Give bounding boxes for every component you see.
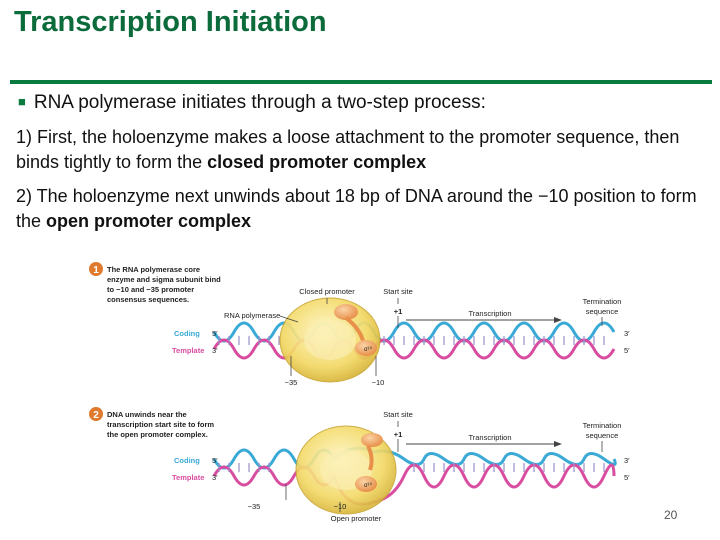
panel-1-start-site-label: Start site [383,287,413,296]
panel-1-caption-line-1: The RNA polymerase core [107,265,200,274]
panel-2-caption-line-2: transcription start site to form [107,420,214,429]
title-divider [10,80,712,84]
panel-1-caption-line-3: to −10 and −35 promoter [107,285,194,294]
panel-2-minus35-label: −35 [248,502,261,511]
panel-1-dna [212,321,616,360]
bullet-square-icon: ■ [18,94,26,109]
panel-2-caption-line-3: the open promoter complex. [107,430,208,439]
panel-2-termination-line-2: sequence [586,431,619,440]
panel-1-template-strand [212,338,616,360]
step-1-text: 1) First, the holoenzyme makes a loose a… [16,125,706,175]
panel-1-minus35-label: −35 [285,378,298,387]
panel-2-template-3prime: 3′ [212,473,218,482]
panel-2-minus10-label: −10 [334,502,347,511]
panel-1-template-5prime: 5′ [624,346,630,355]
panel-1-termination-line-1: Termination [583,297,622,306]
bullet-text: RNA polymerase initiates through a two-s… [33,92,486,113]
panel-1-plus-one-label: +1 [394,307,403,316]
panel-2-coding-label: Coding [174,456,200,465]
step-1-emphasis: closed promoter complex [207,152,427,172]
panel-1-coding-label: Coding [174,329,200,338]
panel-2-sigma-top [361,433,383,447]
step-2-emphasis: open promoter complex [46,211,252,231]
step-2-badge-label: 2 [93,410,99,421]
panel-1-rna-polymerase-label: RNA polymerase [224,311,280,320]
panel-2-coding-strand [212,446,617,470]
panel-1-closed-promoter-label: Closed promoter [299,287,355,296]
step-1-prefix: 1) First, the holoenzyme makes a loose a… [16,127,680,172]
panel-1: 1 The RNA polymerase core enzyme and sig… [89,262,630,387]
bullet-point: ■ RNA polymerase initiates through a two-… [18,92,486,114]
step-2-badge [89,407,103,421]
panel-2-sigma-label: σ¹⁰ [364,482,373,489]
panel-1-transcription-label: Transcription [468,309,511,318]
panel-1-sigma-label: σ¹⁰ [364,346,373,353]
panel-1-minus10-label: −10 [372,378,385,387]
panel-1-termination-line-2: sequence [586,307,619,316]
panel-1-sigma-top [334,304,358,320]
panel-1-coding-strand [212,321,616,343]
panel-2-template-label: Template [172,473,204,482]
panel-2-sigma-subunit [355,476,377,492]
panel-2-open-promoter-label: Open promoter [331,514,382,523]
slide-title: Transcription Initiation [14,6,327,38]
panel-2-termination-line-1: Termination [583,421,622,430]
panel-2-transcription-label: Transcription [468,433,511,442]
panel-1-caption-line-2: enzyme and sigma subunit bind [107,275,221,284]
step-1-badge-label: 1 [93,265,99,276]
panel-2-template-5prime: 5′ [624,473,630,482]
panel-2-coding-3prime: 3′ [624,456,630,465]
panel-2-caption-line-1: DNA unwinds near the [107,410,187,419]
panel-2-dna [212,446,617,506]
step-2-prefix: 2) The holoenzyme next unwinds about 18 … [16,186,697,231]
panel-1-template-3prime: 3′ [212,346,218,355]
panel-2: 2 DNA unwinds near the transcription sta… [89,407,630,523]
step-2-text: 2) The holoenzyme next unwinds about 18 … [16,184,706,234]
panel-2-plus-one-label: +1 [394,430,403,439]
panel-2-template-strand [212,463,616,506]
panel-1-caption-line-4: consensus sequences. [107,295,189,304]
panel-1-coding-3prime: 3′ [624,329,630,338]
panel-1-sigma-subunit [355,340,377,356]
panel-1-coding-5prime: 5′ [212,329,218,338]
panel-1-template-label: Template [172,346,204,355]
transcription-initiation-figure: 1 The RNA polymerase core enzyme and sig… [89,262,630,523]
panel-2-start-site-label: Start site [383,410,413,419]
page-number: 20 [664,508,678,522]
step-1-badge [89,262,103,276]
panel-2-coding-5prime: 5′ [212,456,218,465]
